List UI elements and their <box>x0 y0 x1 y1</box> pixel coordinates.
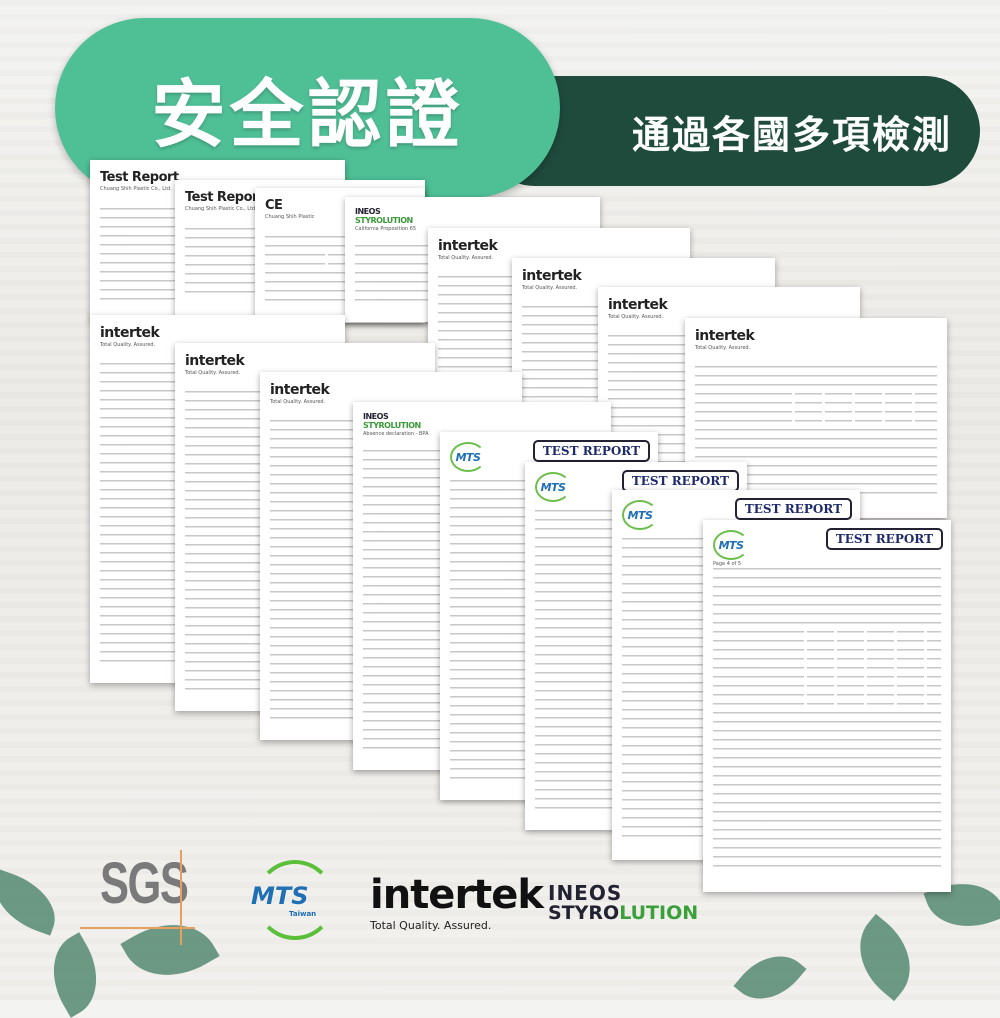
document-title: CE <box>265 198 283 213</box>
intertek-header-logo: intertek <box>695 328 755 344</box>
certificate-document: MTS TEST REPORT Page 4 of 5 <box>703 520 951 892</box>
document-subtext: Chuang Shih Plastic Co., Ltd. <box>185 206 257 212</box>
intertek-header-logo: intertek <box>608 297 668 313</box>
test-report-label: TEST REPORT <box>734 498 852 520</box>
mts-header-logo: MTS <box>535 472 571 502</box>
document-subtext: Chuang Shih Plastic Co., Ltd. <box>100 186 172 192</box>
document-subtext: Total Quality. Assured. <box>438 255 494 261</box>
page-title: 安全認證 <box>151 71 464 158</box>
mts-header-logo: MTS <box>622 500 658 530</box>
document-subtext: Total Quality. Assured. <box>522 285 578 291</box>
document-subtext: Absence declaration - BPA <box>363 431 429 437</box>
document-subtext: Total Quality. Assured. <box>608 314 664 320</box>
document-subtext: Chuang Shih Plastic <box>265 214 315 220</box>
certification-logos: SGS MTS Taiwan intertek Total Quality. A… <box>0 835 1000 955</box>
intertek-header-logo: intertek <box>100 325 160 341</box>
test-report-label: TEST REPORT <box>825 528 943 550</box>
mts-logo: MTS Taiwan <box>251 860 335 940</box>
document-subtext: Total Quality. Assured. <box>695 345 751 351</box>
document-body-text <box>713 568 941 872</box>
document-subtext: Total Quality. Assured. <box>270 399 326 405</box>
subtitle-banner: 通過各國多項檢測 <box>480 76 980 186</box>
document-subtext: Page 4 of 5 <box>713 561 742 567</box>
intertek-header-logo: intertek <box>185 353 245 369</box>
test-report-label: TEST REPORT <box>621 470 739 492</box>
intertek-header-logo: intertek <box>438 238 498 254</box>
document-subtext: Total Quality. Assured. <box>185 370 241 376</box>
intertek-header-logo: intertek <box>522 268 582 284</box>
mts-header-logo: MTS <box>713 530 749 560</box>
ineos-styrolution-logo: INEOS STYROLUTION <box>548 881 699 924</box>
document-title: Test Report <box>185 190 264 205</box>
subtitle: 通過各國多項檢測 <box>631 112 952 157</box>
intertek-logo: intertek Total Quality. Assured. <box>370 872 544 932</box>
document-title: Test Report <box>100 170 179 185</box>
document-subtext: California Proposition 65 <box>355 226 417 232</box>
document-subtext: Total Quality. Assured. <box>100 342 156 348</box>
mts-header-logo: MTS <box>450 442 486 472</box>
sgs-logo: SGS <box>80 845 195 945</box>
test-report-label: TEST REPORT <box>532 440 650 462</box>
intertek-header-logo: intertek <box>270 382 330 398</box>
